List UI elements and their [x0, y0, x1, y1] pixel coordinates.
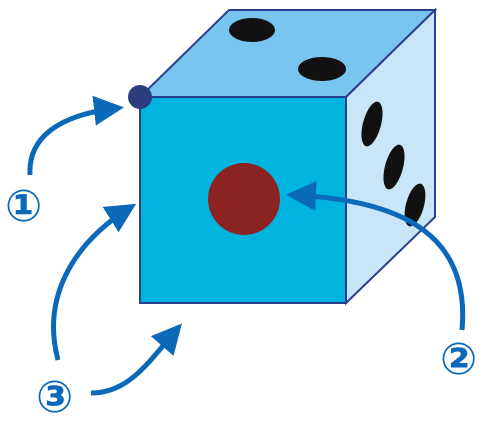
corner-dot — [128, 85, 152, 109]
side-pip — [383, 144, 405, 190]
arrow-two — [286, 181, 466, 331]
arrow-one — [27, 95, 124, 176]
top-pip — [229, 18, 275, 42]
marker-two: ② — [440, 334, 477, 385]
side-pip — [404, 183, 426, 227]
front-pip — [208, 163, 280, 235]
arrow-three-upper — [51, 203, 137, 361]
marker-one: ① — [5, 181, 42, 232]
arrow-three-lower — [90, 323, 182, 396]
top-pip — [298, 57, 346, 81]
marker-three: ③ — [36, 372, 73, 423]
side-pip — [361, 101, 383, 147]
